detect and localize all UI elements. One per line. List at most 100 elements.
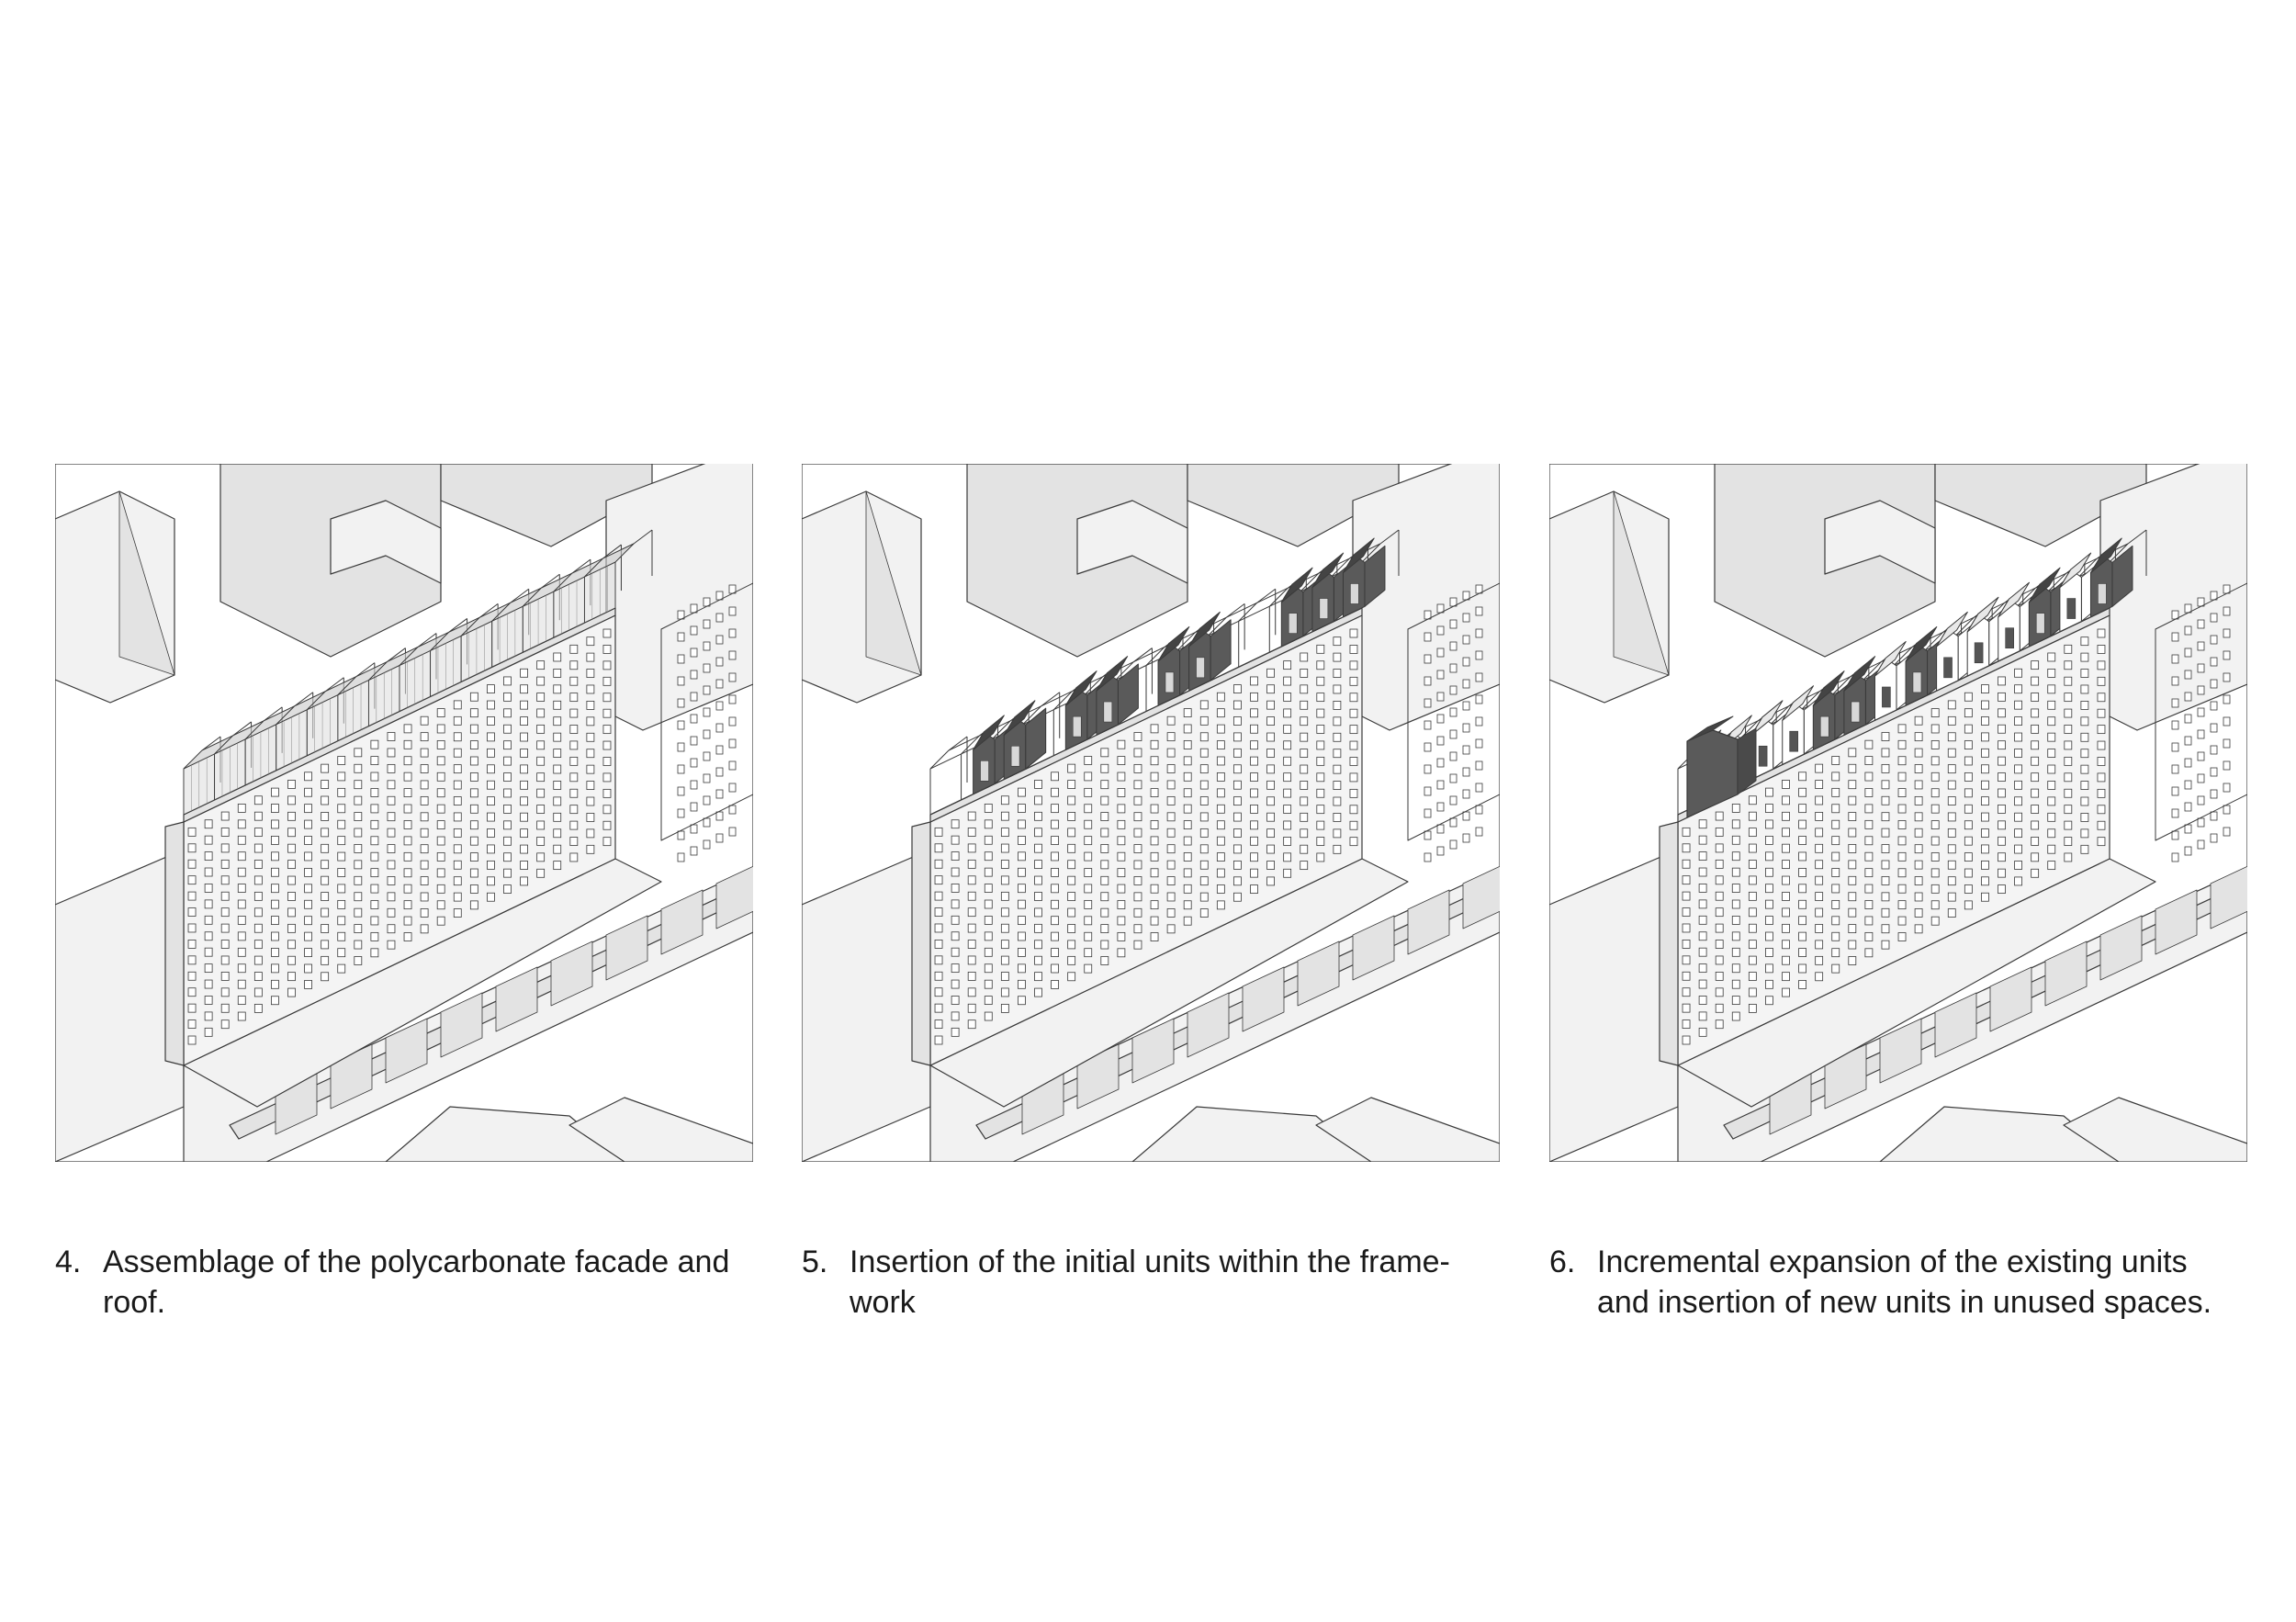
window-mark (271, 787, 279, 797)
window-mark (1316, 693, 1325, 703)
window-mark (2197, 641, 2205, 651)
window-mark (420, 876, 429, 885)
window-mark (403, 739, 412, 749)
window-mark (1947, 860, 1956, 870)
window-mark (1266, 796, 1275, 806)
storefront-panel (1187, 992, 1230, 1058)
window-mark (2047, 781, 2056, 790)
frame-rafter (602, 544, 622, 559)
window-mark (2064, 772, 2073, 783)
window-mark (337, 787, 346, 797)
window-mark (271, 804, 279, 813)
window-mark (1300, 716, 1309, 727)
window-mark (1000, 923, 1009, 933)
frame-rafter (263, 706, 283, 722)
window-mark (934, 891, 943, 901)
window-mark (1000, 987, 1009, 997)
window-mark (1166, 748, 1176, 758)
window-mark (1424, 676, 1432, 686)
window-mark (2097, 645, 2106, 654)
window-mark (237, 867, 246, 877)
window-mark (469, 756, 478, 766)
window-mark (715, 767, 724, 777)
window-mark (1233, 716, 1242, 726)
window-mark (2080, 716, 2089, 727)
window-mark (287, 907, 296, 918)
window-mark (1018, 835, 1026, 845)
window-mark (1250, 805, 1258, 814)
window-mark (1166, 892, 1176, 902)
window-mark (1333, 701, 1342, 710)
window-mark (1947, 715, 1956, 726)
window-mark (1283, 740, 1292, 750)
window-mark (1981, 796, 1989, 806)
window-mark (354, 795, 363, 805)
window-mark (1150, 916, 1159, 926)
window-mark (1283, 772, 1292, 783)
window-mark (1831, 836, 1840, 846)
window-mark (602, 820, 612, 830)
window-mark (1199, 700, 1209, 710)
window-mark (469, 724, 478, 734)
window-mark (677, 698, 685, 708)
window-mark (503, 884, 512, 894)
foreground-roof-right (1315, 1097, 1500, 1162)
window-mark (536, 660, 546, 670)
window-mark (2031, 805, 2040, 814)
window-mark (703, 707, 711, 717)
window-mark (1183, 788, 1192, 798)
window-mark (1848, 844, 1857, 853)
window-mark (1981, 732, 1989, 742)
window-mark (2047, 652, 2056, 662)
window-mark (1034, 987, 1042, 997)
expanded-unit-front (1686, 729, 1739, 818)
window-mark (436, 820, 445, 829)
diagram-panel-4 (55, 464, 753, 1162)
window-mark (271, 867, 279, 877)
window-mark (2171, 632, 2179, 642)
window-mark (187, 859, 197, 869)
window-mark (690, 670, 698, 680)
window-mark (387, 860, 396, 870)
window-mark (1798, 931, 1806, 941)
window-mark (354, 860, 363, 870)
window-mark (220, 891, 230, 901)
window-mark (304, 867, 312, 877)
window-mark (337, 963, 346, 974)
window-mark (1166, 795, 1176, 805)
window-mark (436, 804, 445, 814)
window-mark (2197, 795, 2205, 805)
window-mark (287, 780, 296, 789)
window-mark (503, 852, 512, 862)
window-mark (469, 804, 478, 814)
caption-text: Incremental expansion of the existing un… (1597, 1245, 2212, 1320)
window-mark (1316, 805, 1325, 815)
window-mark (1067, 795, 1076, 805)
window-mark (1000, 907, 1009, 918)
window-mark (321, 875, 330, 885)
window-mark (951, 996, 960, 1005)
window-mark (1233, 892, 1242, 902)
window-mark (1748, 795, 1757, 805)
window-mark (703, 817, 711, 828)
window-mark (1117, 931, 1126, 941)
window-mark (1133, 748, 1142, 758)
window-mark (984, 835, 993, 845)
window-mark (1864, 931, 1874, 941)
window-mark (403, 884, 412, 894)
window-mark (1100, 875, 1109, 885)
street-left-block (802, 849, 931, 1162)
frame-rafter (510, 588, 530, 603)
frame-rafter (1207, 617, 1227, 636)
unit-window (1288, 613, 1298, 634)
window-mark (354, 844, 363, 853)
window-mark (469, 884, 478, 894)
window-mark (1947, 796, 1956, 805)
window-mark (487, 780, 495, 790)
window-mark (1000, 843, 1009, 853)
window-mark (586, 781, 595, 790)
window-mark (2184, 670, 2192, 680)
window-mark (2197, 729, 2205, 739)
window-mark (1250, 692, 1258, 702)
window-mark (1782, 875, 1790, 885)
